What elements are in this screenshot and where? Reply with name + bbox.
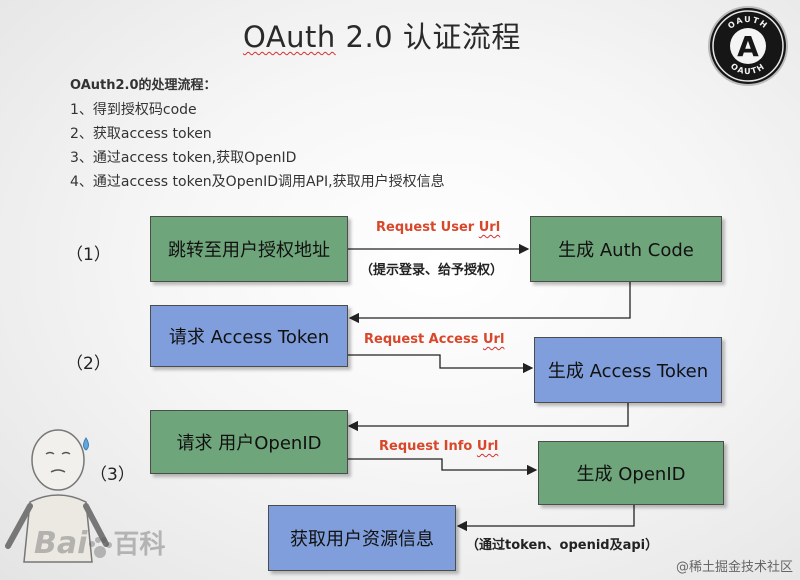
step-number-3: （3） <box>90 465 135 485</box>
step-item: 1、得到授权码code <box>70 102 197 118</box>
label-request-user-url: Request User Url <box>376 220 501 235</box>
baidu-watermark-left: Bai <box>34 526 88 561</box>
oauth-logo: OAUTH OAUTH A <box>710 8 786 84</box>
logo-letter: A <box>737 30 759 63</box>
label-via-token-openid: （通过token、openid及api） <box>466 538 659 553</box>
box-request-access-token: 请求 Access Token <box>150 305 348 367</box>
title-oauth-word: OAuth <box>243 20 336 54</box>
page-title: OAuth 2.0 认证流程 <box>243 14 521 56</box>
box-generate-openid: 生成 OpenID <box>538 441 724 505</box>
step-number-1: （1） <box>66 245 111 265</box>
box-generate-auth-code: 生成 Auth Code <box>530 216 722 282</box>
steps-heading: OAuth2.0的处理流程： <box>70 78 217 93</box>
juejin-watermark: @稀土掘金技术社区 <box>676 560 794 575</box>
arrow-request-openid-to-gen-openid <box>348 458 538 476</box>
arrow-authcode-to-request-token <box>348 282 631 324</box>
oauth-logo-icon: OAUTH OAUTH A <box>712 10 784 82</box>
title-rest: 2.0 认证流程 <box>335 20 521 54</box>
box-get-user-info: 获取用户资源信息 <box>268 505 456 571</box>
label-request-info-url: Request Info Url <box>379 439 499 454</box>
step-number-2: （2） <box>66 354 111 374</box>
step-item: 4、通过access token及OpenID调用API,获取用户授权信息 <box>70 174 445 190</box>
paw-icon <box>87 533 113 558</box>
box-generate-access-token: 生成 Access Token <box>534 337 722 403</box>
arrow-request-token-to-gen-token <box>346 354 534 374</box>
box-request-openid: 请求 用户OpenID <box>150 410 348 474</box>
arrow-gen-openid-to-get-info <box>456 505 635 532</box>
label-login-note: （提示登录、给予授权） <box>360 263 504 278</box>
box-redirect-to-auth-url: 跳转至用户授权地址 <box>150 216 348 282</box>
baidu-watermark-right: 百科 <box>113 530 166 560</box>
label-request-access-url: Request Access Url <box>364 332 505 347</box>
step-item: 2、获取access token <box>70 126 212 142</box>
arrow-gen-token-to-request-openid <box>347 402 629 432</box>
baidu-watermark: Bai 百科 <box>34 524 165 561</box>
step-item: 3、通过access token,获取OpenID <box>70 150 297 166</box>
steps-list: OAuth2.0的处理流程： 1、得到授权码code 2、获取access to… <box>70 74 445 194</box>
mascot-figure <box>5 429 109 563</box>
